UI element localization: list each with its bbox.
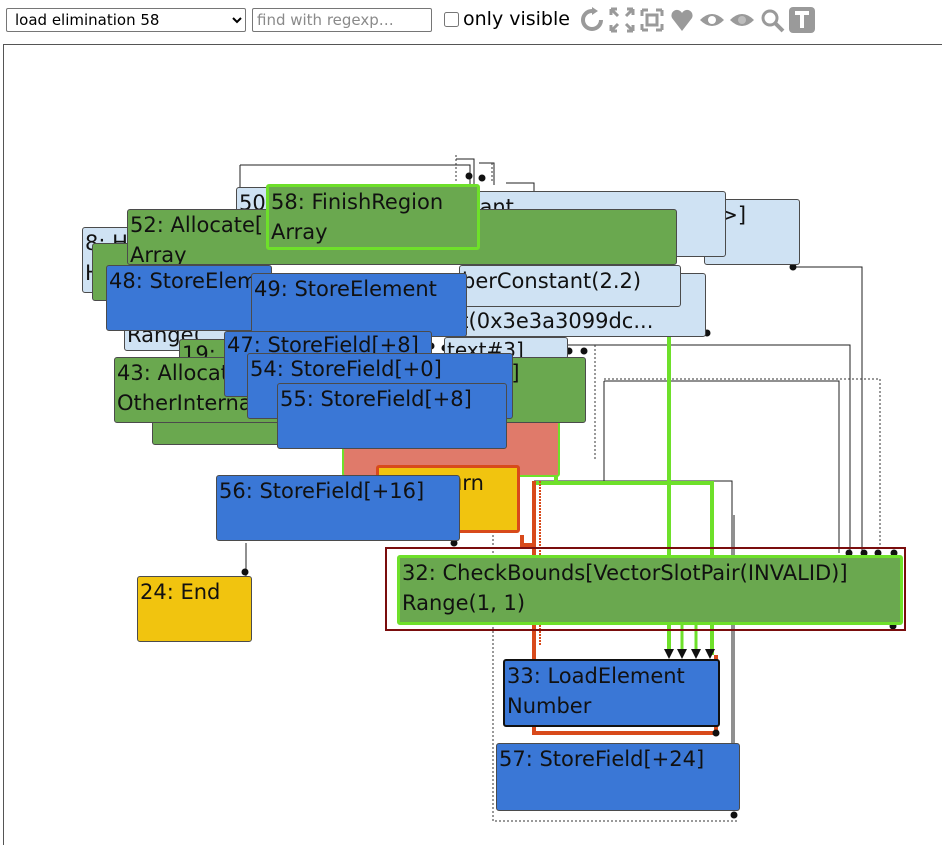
- node-24[interactable]: 24: End: [137, 576, 252, 642]
- node-49-label: 49: StoreElement: [254, 277, 437, 301]
- search-input[interactable]: [252, 8, 432, 32]
- node-57[interactable]: 57: StoreField[+24]: [496, 743, 740, 811]
- node-58-label: 58: FinishRegion: [271, 190, 444, 214]
- phase-select[interactable]: load elimination 58: [6, 8, 246, 32]
- only-visible-checkbox[interactable]: [444, 11, 459, 27]
- node-number-constant-label: berConstant(2.2): [462, 269, 642, 293]
- eye-hidden-icon[interactable]: [728, 6, 756, 34]
- node-24-label: 24: End: [140, 580, 221, 604]
- heart-icon[interactable]: [668, 6, 696, 34]
- reload-icon[interactable]: [578, 6, 606, 34]
- node-32-type: Range(1, 1): [402, 591, 526, 615]
- node-33-label: 33: LoadElement: [507, 664, 685, 688]
- node-52-type: Array: [130, 243, 187, 265]
- graph-canvas[interactable]: 8: H He 50 nstant ant(0x049496082c... p>…: [3, 44, 942, 845]
- node-33[interactable]: 33: LoadElement Number: [503, 659, 720, 727]
- layout-icon[interactable]: [608, 6, 636, 34]
- node-33-type: Number: [507, 694, 592, 718]
- node-49[interactable]: 49: StoreElement: [251, 273, 467, 337]
- node-58[interactable]: 58: FinishRegion Array: [266, 184, 480, 250]
- search-icon[interactable]: [758, 6, 786, 34]
- node-32-selection: [385, 547, 906, 631]
- node-56[interactable]: 56: StoreField[+16]: [216, 475, 460, 541]
- node-43-label: 43: Allocat: [117, 361, 230, 385]
- toolbar: load elimination 58 only visible: [0, 0, 942, 42]
- only-visible-label: only visible: [463, 8, 570, 30]
- node-54-label: 54: StoreField[+0]: [250, 357, 442, 381]
- node-number-constant[interactable]: berConstant(2.2): [459, 265, 681, 307]
- node-32[interactable]: 32: CheckBounds[VectorSlotPair(INVALID)]…: [397, 555, 903, 625]
- node-55-label: 55: StoreField[+8]: [280, 387, 472, 411]
- node-57-label: 57: StoreField[+24]: [499, 747, 705, 771]
- node-48-label: 48: StoreElem: [109, 269, 258, 293]
- node-55[interactable]: 55: StoreField[+8]: [277, 383, 507, 449]
- node-56-label: 56: StoreField[+16]: [219, 479, 425, 503]
- only-visible-toggle[interactable]: only visible: [442, 6, 570, 32]
- node-52-label: 52: Allocate[: [130, 213, 264, 237]
- node-heap-constant-value: nt(0x3e3a3099dc...: [447, 309, 654, 333]
- text-toggle-icon[interactable]: [788, 6, 816, 34]
- eye-icon[interactable]: [698, 6, 726, 34]
- node-58-type: Array: [271, 220, 328, 244]
- node-32-label: 32: CheckBounds[VectorSlotPair(INVALID)]: [402, 561, 848, 585]
- show-all-icon[interactable]: [638, 6, 666, 34]
- node-48[interactable]: 48: StoreElem: [106, 265, 272, 331]
